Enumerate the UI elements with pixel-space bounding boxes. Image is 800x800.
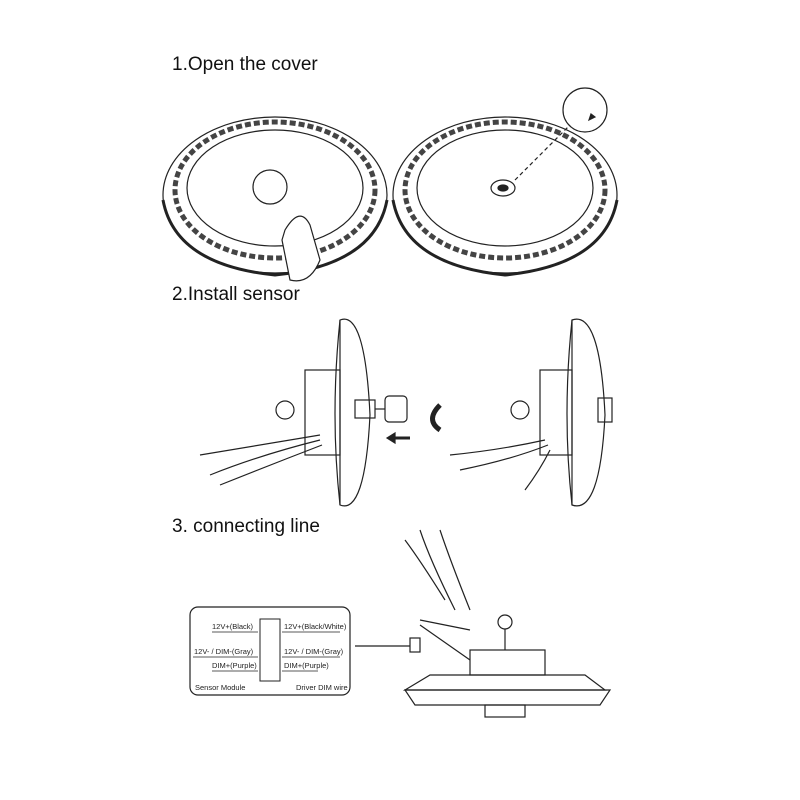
- step-2-title: 2.Install sensor: [172, 284, 300, 305]
- step-1-title: 1.Open the cover: [172, 54, 318, 75]
- sensor-module-caption: Sensor Module: [195, 683, 246, 692]
- wire-left-1: 12V+(Black): [212, 622, 254, 631]
- lamp-top-view-with-cover: [161, 116, 389, 282]
- lamp-side-view-installing-sensor: [199, 318, 442, 507]
- wire-left-3: DIM+(Purple): [212, 661, 257, 670]
- lamp-side-view-sensor-installed: [449, 318, 613, 507]
- wire-right-3: DIM+(Purple): [284, 661, 329, 670]
- lamp-top-view-cover-removed: [391, 87, 619, 277]
- wiring-box: [189, 606, 351, 696]
- driver-dim-caption: Driver DIM wire: [296, 683, 348, 692]
- wire-right-2: 12V- / DIM-(Gray): [284, 647, 344, 656]
- wire-right-1: 12V+(Black/White): [284, 622, 347, 631]
- step-3-title: 3. connecting line: [172, 516, 320, 537]
- wire-left-2: 12V- / DIM-(Gray): [194, 647, 254, 656]
- lamp-connected: [355, 529, 612, 718]
